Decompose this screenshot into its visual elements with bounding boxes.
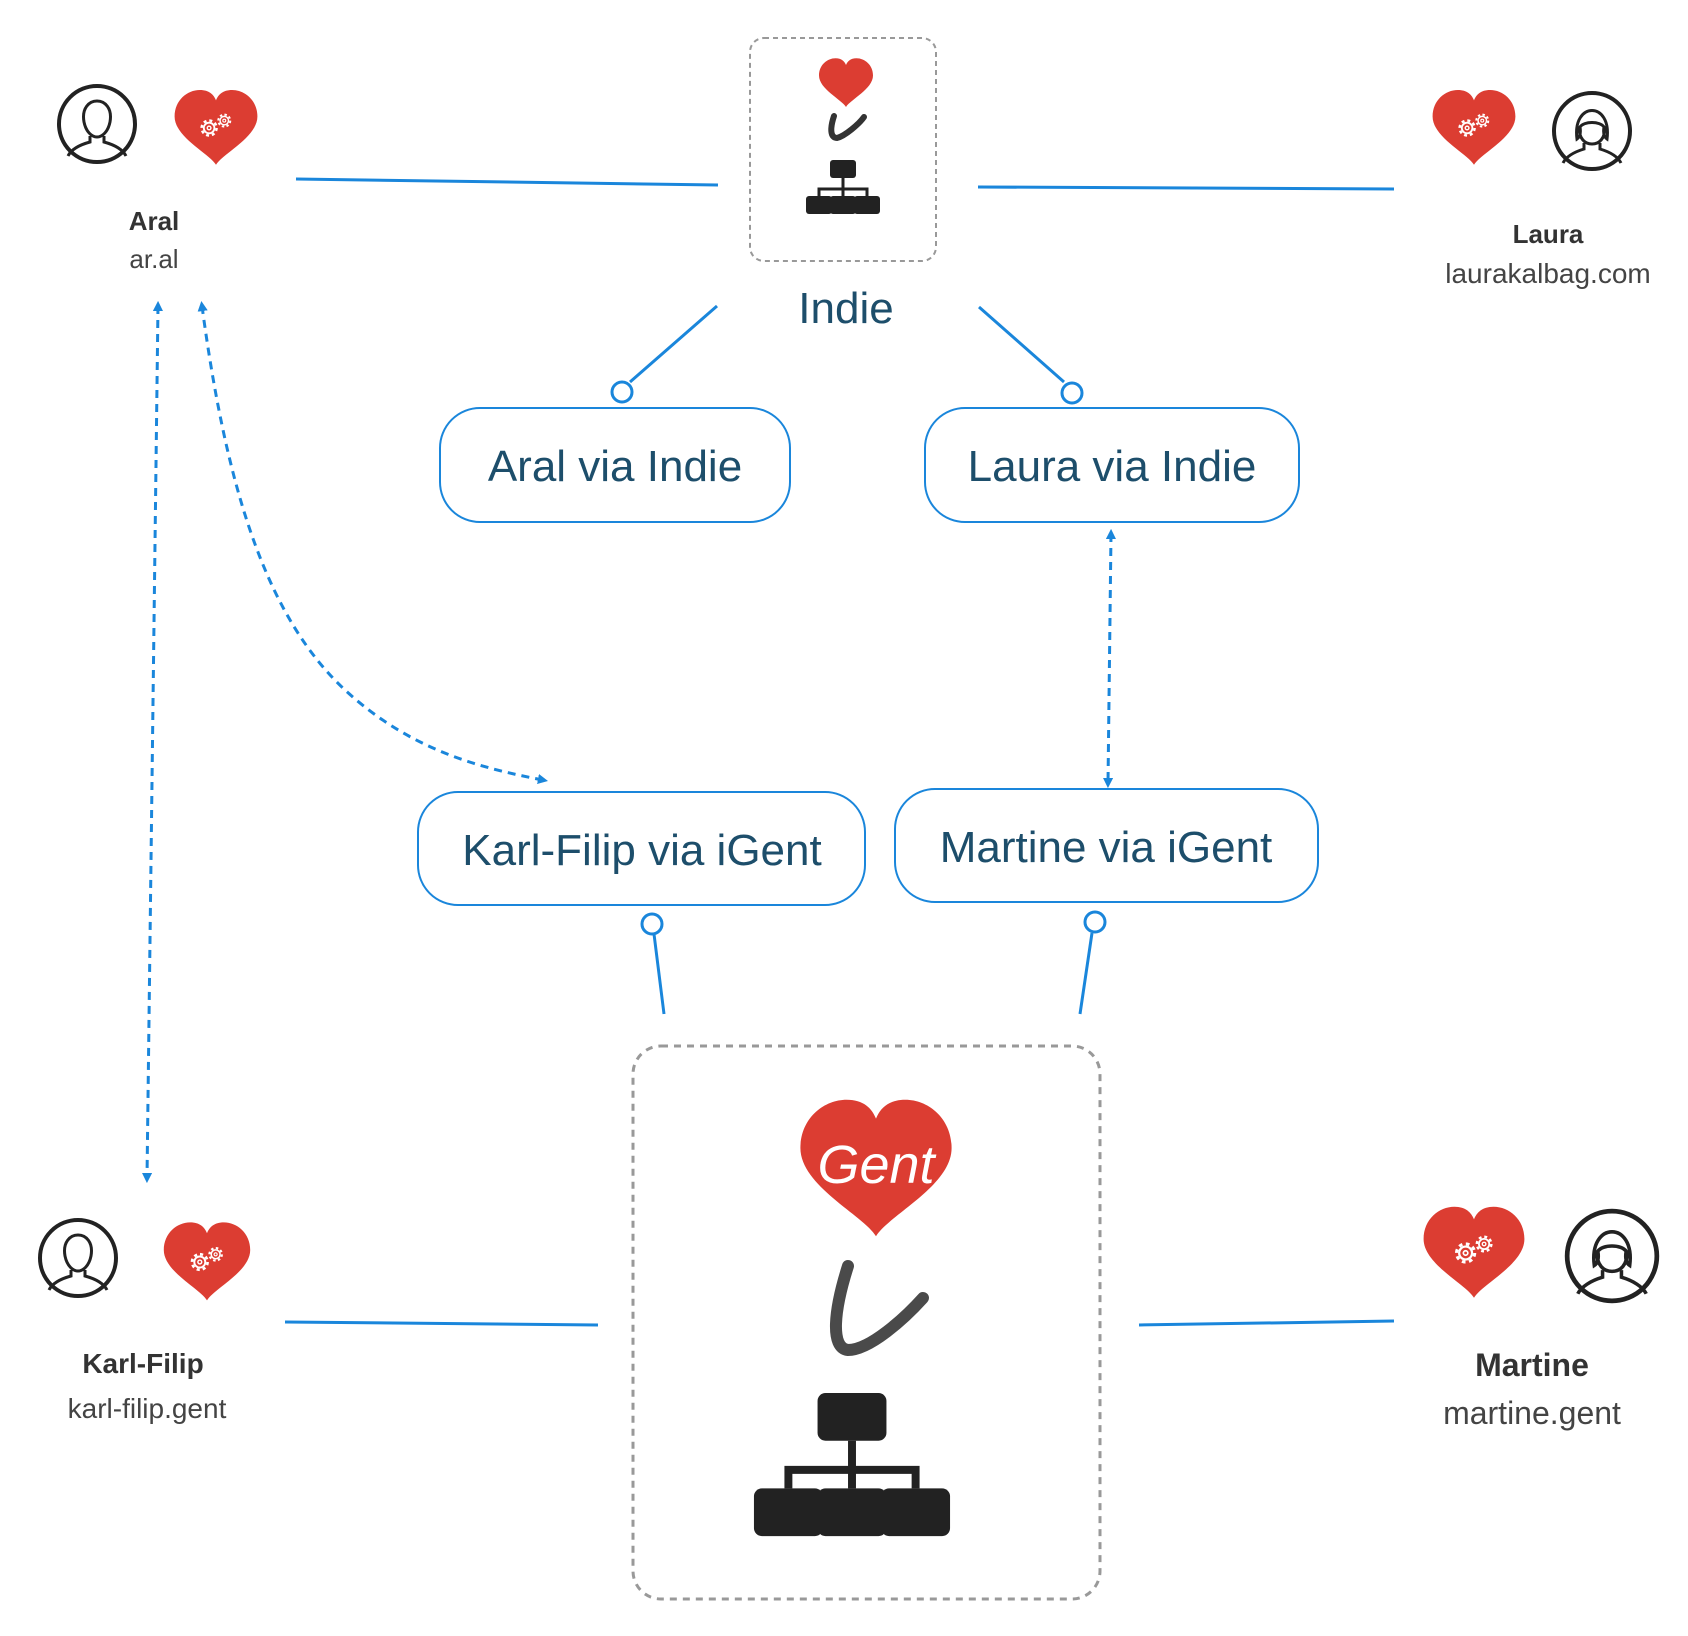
account-node-martine-igent[interactable]: Martine via iGent [894,788,1319,903]
connection-endpoint [610,380,634,404]
heart-gears-icon [1432,90,1516,165]
indie-server-label: Indie [798,284,893,333]
person-karl-filip: Karl-Filip karl-filip.gent [38,1218,251,1424]
person-name: Laura [1513,219,1584,249]
connection-line [629,304,718,384]
heart-gears-icon [1423,1206,1525,1298]
user-icon [38,1218,118,1298]
heart-gears-icon [174,90,258,165]
account-node-label: Martine via iGent [940,823,1273,872]
connection-endpoint [640,912,664,936]
account-node-box [924,407,1300,523]
user-female-icon [1567,1211,1657,1301]
account-node-karl-igent[interactable]: Karl-Filip via iGent [417,791,866,906]
person-aral: Aral ar.al [57,84,258,274]
person-laura: Laura laurakalbag.com [1432,90,1651,289]
follow-arrow [141,300,164,1184]
indie-server-box [749,37,937,262]
connection-line [977,185,1395,191]
heart-gears-icon [163,1222,251,1301]
connection-line [284,1320,599,1327]
connection-endpoint [1083,910,1107,934]
follow-arrows [141,300,1117,1184]
gent-heart-text: Gent [817,1135,936,1195]
person-name: Aral [129,206,180,236]
connection-line [978,305,1065,384]
indie-i-logo-icon [828,113,867,142]
account-node-label: Aral via Indie [488,442,742,491]
connection-line [652,933,666,1015]
follow-arrow [197,300,549,785]
follow-arrow [1102,528,1117,789]
connection-endpoints [610,380,1107,936]
account-node-box [417,791,866,906]
connection-line [1078,932,1094,1015]
account-node-box [894,788,1319,903]
indie-i-logo-icon [829,1260,929,1357]
gent-server: Gent [631,1044,1102,1601]
connection-line [1138,1319,1395,1327]
gent-server-box [631,1044,1102,1601]
person-domain: laurakalbag.com [1445,258,1650,289]
account-node-box [439,407,791,523]
server-connections [284,177,1395,1327]
user-icon [57,84,137,164]
person-name: Karl-Filip [82,1348,203,1379]
person-domain: ar.al [129,244,178,274]
person-martine: Martine martine.gent [1423,1206,1657,1431]
account-node-label: Laura via Indie [968,442,1257,491]
connection-line [295,177,719,187]
person-domain: karl-filip.gent [68,1393,227,1424]
user-female-icon [1552,91,1632,171]
indie-server: Indie [749,37,937,333]
person-domain: martine.gent [1443,1395,1621,1431]
person-name: Martine [1475,1347,1589,1383]
account-node-label: Karl-Filip via iGent [462,826,821,875]
account-node-aral-indie[interactable]: Aral via Indie [439,407,791,523]
account-node-laura-indie[interactable]: Laura via Indie [924,407,1300,523]
connection-endpoint [1060,381,1084,405]
